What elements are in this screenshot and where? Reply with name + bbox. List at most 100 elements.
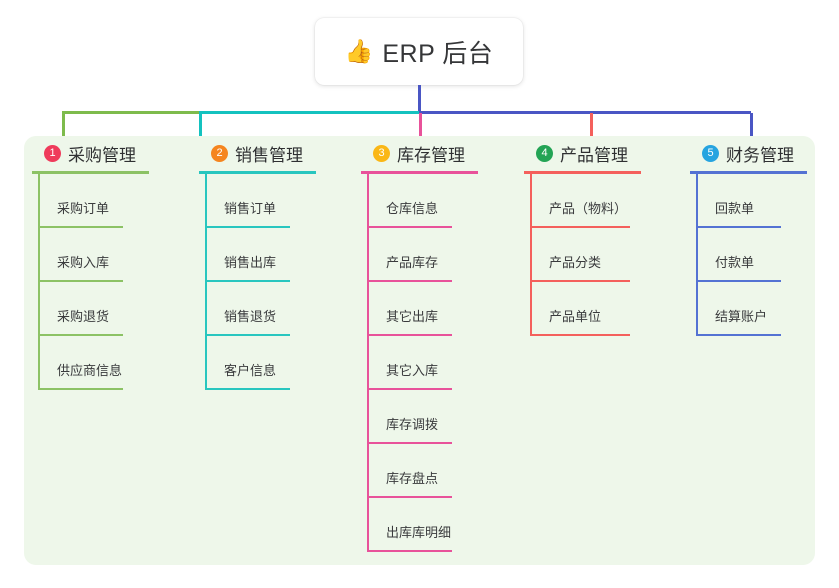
column-spine-purchase	[38, 174, 40, 390]
list-item[interactable]: 采购入库	[32, 228, 192, 282]
column-header-inventory[interactable]: 3 库存管理	[361, 136, 521, 170]
column-badge-finance: 5	[702, 144, 719, 162]
list-item-rule	[205, 388, 290, 390]
column-rule-purchase	[32, 171, 149, 174]
column-spine-product	[530, 174, 532, 336]
list-item-rule	[696, 226, 781, 228]
segment-teal	[199, 111, 419, 114]
list-item[interactable]: 库存盘点	[361, 444, 521, 498]
list-item-label: 回款单	[715, 201, 755, 216]
list-item-label: 产品（物料）	[549, 201, 628, 216]
list-item-label: 付款单	[715, 255, 755, 270]
list-item-label: 库存调拨	[386, 417, 439, 432]
list-item-label: 采购订单	[57, 201, 110, 216]
column-items-product: 产品（物料） 产品分类产品单位	[524, 174, 684, 336]
list-item-label: 出库库明细	[386, 525, 452, 540]
column-product: 4 产品管理产品（物料） 产品分类产品单位	[524, 136, 684, 336]
list-item-rule	[367, 334, 452, 336]
list-item-label: 仓库信息	[386, 201, 439, 216]
list-item-label: 库存盘点	[386, 471, 439, 486]
list-item[interactable]: 付款单	[690, 228, 839, 282]
column-title-sales: 销售管理	[235, 145, 303, 165]
column-title-finance: 财务管理	[726, 145, 794, 165]
list-item[interactable]: 产品库存	[361, 228, 521, 282]
list-item[interactable]: 其它出库	[361, 282, 521, 336]
column-title-product: 产品管理	[560, 145, 628, 165]
page-title: ERP 后台	[382, 39, 494, 68]
list-item-rule	[205, 334, 290, 336]
column-badge-inventory: 3	[373, 144, 390, 162]
list-item-rule	[367, 496, 452, 498]
list-item-label: 供应商信息	[57, 363, 123, 378]
list-item-label: 采购退货	[57, 309, 110, 324]
list-item-rule	[205, 280, 290, 282]
drop-product	[590, 113, 593, 139]
list-item[interactable]: 销售出库	[199, 228, 359, 282]
root-node-card[interactable]: 👍 ERP 后台	[315, 18, 523, 85]
list-item[interactable]: 采购订单	[32, 174, 192, 228]
list-item-rule	[38, 280, 123, 282]
column-finance: 5 财务管理回款单付款单结算账户	[690, 136, 839, 336]
list-item-label: 销售退货	[224, 309, 277, 324]
list-item-rule	[367, 550, 452, 552]
column-sales: 2 销售管理销售订单销售出库销售退货客户信息	[199, 136, 359, 390]
list-item[interactable]: 其它入库	[361, 336, 521, 390]
list-item-rule	[367, 442, 452, 444]
list-item[interactable]: 回款单	[690, 174, 839, 228]
list-item-label: 产品单位	[549, 309, 602, 324]
list-item-label: 产品分类	[549, 255, 602, 270]
list-item-rule	[696, 334, 781, 336]
column-title-inventory: 库存管理	[397, 145, 465, 165]
column-badge-sales: 2	[211, 144, 228, 162]
list-item-label: 客户信息	[224, 363, 277, 378]
list-item[interactable]: 仓库信息	[361, 174, 521, 228]
root-connector-stem	[418, 85, 421, 113]
drop-finance	[750, 113, 753, 139]
column-items-purchase: 采购订单采购入库采购退货供应商信息	[32, 174, 192, 390]
column-header-product[interactable]: 4 产品管理	[524, 136, 684, 170]
segment-blue	[419, 111, 751, 114]
list-item[interactable]: 结算账户	[690, 282, 839, 336]
list-item[interactable]: 产品（物料）	[524, 174, 684, 228]
column-rule-finance	[690, 171, 807, 174]
list-item-rule	[38, 334, 123, 336]
column-badge-purchase: 1	[44, 144, 61, 162]
column-spine-inventory	[367, 174, 369, 552]
column-items-inventory: 仓库信息产品库存其它出库其它入库库存调拨库存盘点出库库明细	[361, 174, 521, 552]
column-header-finance[interactable]: 5 财务管理	[690, 136, 839, 170]
list-item-rule	[367, 280, 452, 282]
list-item-rule	[530, 280, 630, 282]
list-item[interactable]: 产品单位	[524, 282, 684, 336]
list-item[interactable]: 库存调拨	[361, 390, 521, 444]
column-rule-product	[524, 171, 641, 174]
column-spine-sales	[205, 174, 207, 390]
list-item-label: 产品库存	[386, 255, 439, 270]
list-item-label: 其它入库	[386, 363, 439, 378]
list-item[interactable]: 采购退货	[32, 282, 192, 336]
list-item-label: 其它出库	[386, 309, 439, 324]
list-item[interactable]: 供应商信息	[32, 336, 192, 390]
column-badge-product: 4	[536, 144, 553, 162]
list-item-rule	[367, 388, 452, 390]
drop-inventory	[419, 113, 422, 139]
list-item[interactable]: 客户信息	[199, 336, 359, 390]
drop-purchase	[62, 113, 65, 139]
column-rule-inventory	[361, 171, 478, 174]
list-item[interactable]: 销售退货	[199, 282, 359, 336]
column-items-finance: 回款单付款单结算账户	[690, 174, 839, 336]
thumbs-up-icon: 👍	[344, 38, 374, 64]
list-item-rule	[205, 226, 290, 228]
column-header-sales[interactable]: 2 销售管理	[199, 136, 359, 170]
list-item-rule	[38, 226, 123, 228]
column-rule-sales	[199, 171, 316, 174]
list-item-rule	[367, 226, 452, 228]
segment-green	[62, 111, 199, 114]
list-item[interactable]: 出库库明细	[361, 498, 521, 552]
column-items-sales: 销售订单销售出库销售退货客户信息	[199, 174, 359, 390]
list-item-rule	[530, 334, 630, 336]
list-item[interactable]: 销售订单	[199, 174, 359, 228]
list-item[interactable]: 产品分类	[524, 228, 684, 282]
